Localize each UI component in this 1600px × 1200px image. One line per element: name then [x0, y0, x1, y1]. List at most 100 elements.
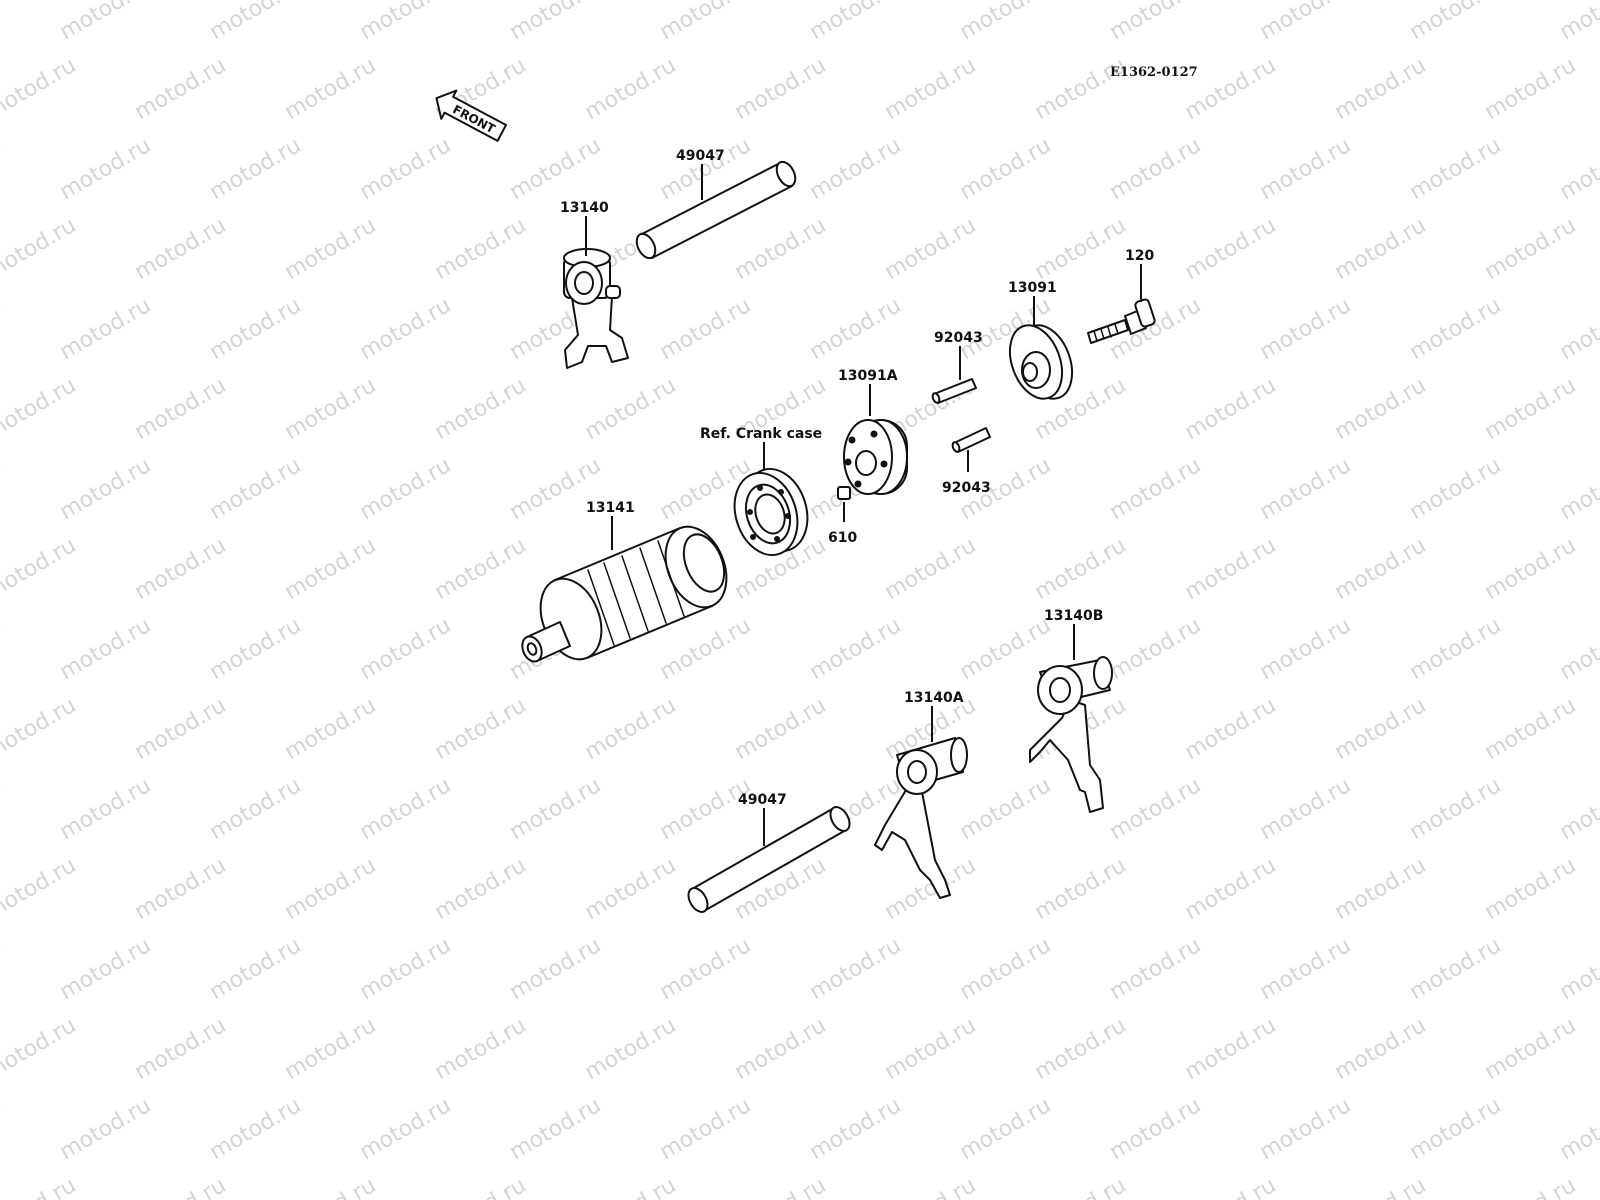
shift-fork-13140[interactable] — [563, 248, 629, 369]
watermark-text: motod.ru — [806, 1093, 906, 1165]
watermark-text: motod.ru — [281, 53, 381, 125]
watermark-text: motod.ru — [881, 213, 981, 285]
watermark-text: motod.ru — [1106, 133, 1206, 205]
callout-fork-top[interactable]: 13140 — [560, 200, 609, 216]
callout-bolt[interactable]: 120 — [1125, 248, 1154, 264]
watermark-text: motod.ru — [656, 933, 756, 1005]
callout-fork-mid[interactable]: 13140A — [904, 690, 964, 706]
watermark-text: motod.ru — [1556, 0, 1600, 45]
watermark-text: motod.ru — [206, 293, 306, 365]
watermark-text: motod.ru — [431, 1013, 531, 1085]
callout-pin-top[interactable]: 92043 — [934, 330, 983, 346]
watermark-text: motod.ru — [806, 613, 906, 685]
callout-fork-right[interactable]: 13140B — [1044, 608, 1103, 624]
watermark-text: motod.ru — [0, 373, 80, 445]
watermark-text: motod.ru — [431, 853, 531, 925]
callout-drum-holder[interactable]: 13091A — [838, 368, 898, 384]
shift-rod-top[interactable] — [633, 159, 799, 261]
watermark-text: motod.ru — [131, 1013, 231, 1085]
watermark-text: motod.ru — [0, 693, 80, 765]
bearing-crankcase[interactable] — [724, 461, 817, 563]
watermark-text: motod.ru — [56, 933, 156, 1005]
watermark-text: motod.ru — [1406, 0, 1506, 45]
bolt-120[interactable] — [1087, 298, 1156, 344]
watermark-text: motod.ru — [1556, 933, 1600, 1005]
pin-92043-top[interactable] — [931, 378, 977, 404]
watermark-text: motod.ru — [1181, 1173, 1281, 1200]
watermark-text: motod.ru — [881, 533, 981, 605]
watermark-text: motod.ru — [731, 1173, 831, 1200]
watermark-text: motod.ru — [581, 373, 681, 445]
watermark-text: motod.ru — [206, 133, 306, 205]
callout-pin-small[interactable]: 610 — [828, 530, 857, 546]
shift-drum-13141[interactable] — [519, 518, 738, 669]
watermark-text: motod.ru — [1106, 1093, 1206, 1165]
watermark-text: motod.ru — [0, 293, 5, 365]
callout-cam[interactable]: 13091 — [1008, 280, 1057, 296]
watermark-text: motod.ru — [356, 0, 456, 45]
watermark-text: motod.ru — [1331, 1013, 1431, 1085]
watermark-text: motod.ru — [1556, 453, 1600, 525]
watermark-text: motod.ru — [1181, 853, 1281, 925]
shift-drum-holder-13091a[interactable] — [843, 419, 908, 495]
watermark-text: motod.ru — [581, 853, 681, 925]
callout-rod-top[interactable]: 49047 — [676, 148, 725, 164]
watermark-text: motod.ru — [206, 1093, 306, 1165]
watermark-text: motod.ru — [206, 453, 306, 525]
watermark-text: motod.ru — [806, 293, 906, 365]
watermark-text: motod.ru — [431, 373, 531, 445]
watermark-text: motod.ru — [0, 933, 5, 1005]
watermark-text: motod.ru — [956, 933, 1056, 1005]
watermark-text: motod.ru — [1556, 613, 1600, 685]
watermark-text: motod.ru — [131, 533, 231, 605]
watermark-text: motod.ru — [1181, 693, 1281, 765]
watermark-text: motod.ru — [131, 213, 231, 285]
watermark-text: motod.ru — [431, 1173, 531, 1200]
shift-rod-bottom[interactable] — [685, 804, 854, 916]
watermark-text: motod.ru — [0, 1013, 80, 1085]
cam-plate-13091[interactable] — [1000, 318, 1081, 406]
watermark-text: motod.ru — [731, 1013, 831, 1085]
shift-fork-13140a[interactable] — [874, 737, 968, 899]
watermark-text: motod.ru — [56, 1093, 156, 1165]
watermark-text: motod.ru — [356, 293, 456, 365]
watermark-text: motod.ru — [1031, 1173, 1131, 1200]
watermark-text: motod.ru — [131, 1173, 231, 1200]
watermark-text: motod.ru — [356, 773, 456, 845]
watermark-text: motod.ru — [0, 1173, 80, 1200]
watermark-text: motod.ru — [56, 133, 156, 205]
watermark-text: motod.ru — [281, 1013, 381, 1085]
watermark-text: motod.ru — [1256, 613, 1356, 685]
watermark-text: motod.ru — [206, 613, 306, 685]
callout-rod-bottom[interactable]: 49047 — [738, 792, 787, 808]
watermark-text: motod.ru — [806, 0, 906, 45]
watermark-text: motod.ru — [956, 133, 1056, 205]
watermark-text: motod.ru — [281, 853, 381, 925]
watermark-text: motod.ru — [656, 293, 756, 365]
watermark-text: motod.ru — [1331, 373, 1431, 445]
watermark-text: motod.ru — [506, 0, 606, 45]
watermark-text: motod.ru — [1481, 1173, 1581, 1200]
watermark-text: motod.ru — [506, 133, 606, 205]
watermark-text: motod.ru — [56, 453, 156, 525]
watermark-text: motod.ru — [281, 533, 381, 605]
callout-drum[interactable]: 13141 — [586, 500, 635, 516]
watermark-text: motod.ru — [356, 613, 456, 685]
watermark-text: motod.ru — [1106, 0, 1206, 45]
shift-fork-13140b[interactable] — [1029, 656, 1113, 813]
watermark-text: motod.ru — [581, 693, 681, 765]
watermark-text: motod.ru — [131, 853, 231, 925]
watermark-text: motod.ru — [1106, 933, 1206, 1005]
pin-92043-bottom[interactable] — [951, 427, 991, 453]
watermark-text: motod.ru — [1481, 853, 1581, 925]
callout-pin-bottom[interactable]: 92043 — [942, 480, 991, 496]
watermark-text: motod.ru — [56, 613, 156, 685]
watermark-text: motod.ru — [1406, 613, 1506, 685]
watermark-text: motod.ru — [731, 693, 831, 765]
watermark-text: motod.ru — [1481, 533, 1581, 605]
watermark-text: motod.ru — [56, 773, 156, 845]
watermark-text: motod.ru — [1406, 773, 1506, 845]
pin-610[interactable] — [837, 486, 851, 500]
